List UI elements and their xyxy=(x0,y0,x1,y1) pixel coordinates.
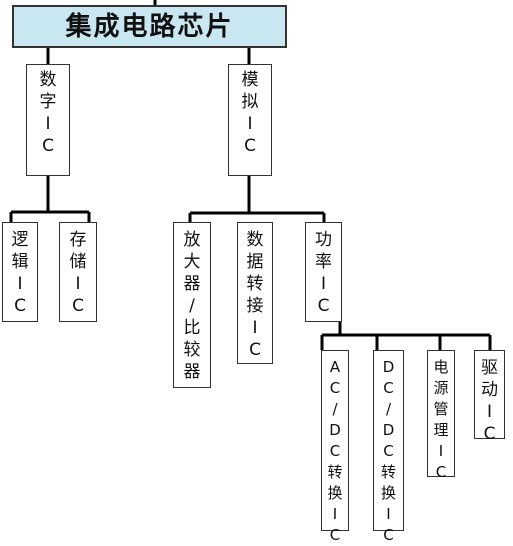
node-label: 放大器/比较器 xyxy=(183,230,201,382)
root-node-ic-chip: 集成电路芯片 xyxy=(12,5,287,48)
root-title: 集成电路芯片 xyxy=(65,11,234,42)
node-amplifier-comparator: 放大器/比较器 xyxy=(173,222,211,388)
